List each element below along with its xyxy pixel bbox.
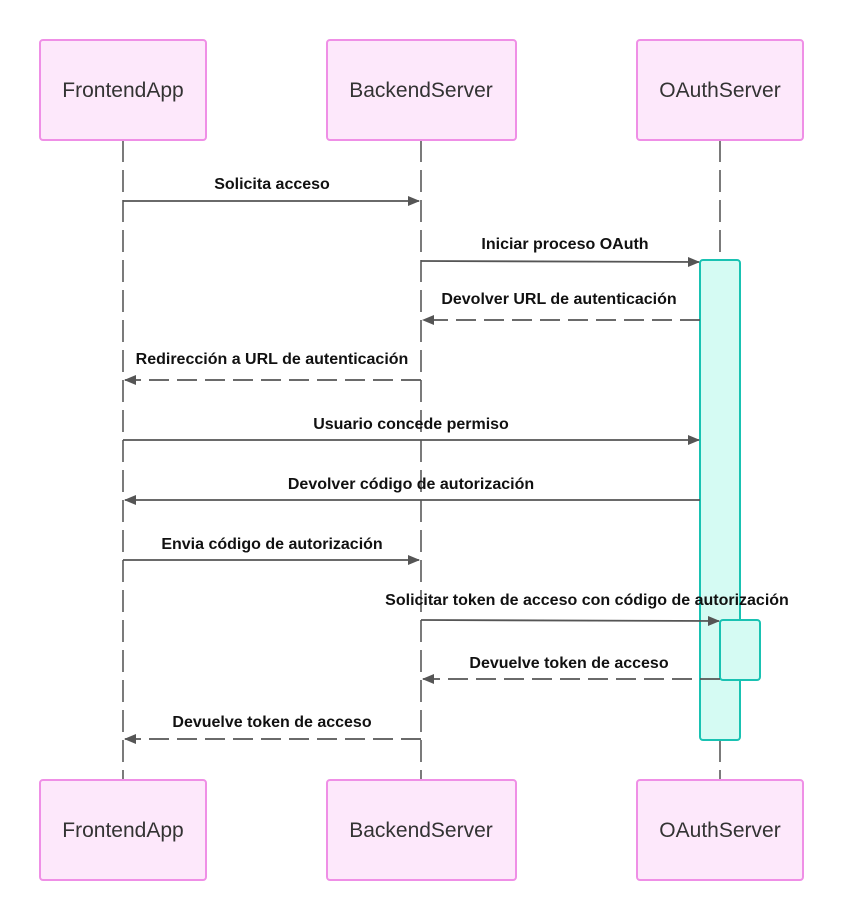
participant-frontend-top-label: FrontendApp xyxy=(62,79,183,102)
participant-frontend-bottom-box xyxy=(39,779,207,881)
message-3: Devolver URL de autenticación xyxy=(422,291,700,325)
message-6-label: Devolver código de autorización xyxy=(288,476,534,493)
participant-backend-bottom: BackendServer xyxy=(326,779,517,881)
participant-backend-bottom-box xyxy=(326,779,517,881)
participant-oauth-top-label: OAuthServer xyxy=(659,79,780,102)
message-5: Usuario concede permiso xyxy=(123,416,700,445)
message-4-label: Redirección a URL de autenticación xyxy=(136,351,409,368)
message-9-label: Devuelve token de acceso xyxy=(469,655,668,672)
participant-oauth-bottom-label: OAuthServer xyxy=(659,819,780,842)
participant-oauth-top: OAuthServer xyxy=(636,39,804,141)
message-4: Redirección a URL de autenticación xyxy=(124,351,421,385)
message-8-line xyxy=(420,615,720,626)
message-9: Devuelve token de acceso xyxy=(422,655,720,684)
message-6: Devolver código de autorización xyxy=(124,476,700,505)
message-1: Solicita acceso xyxy=(123,176,420,206)
message-7-label: Envia código de autorización xyxy=(161,536,382,553)
participant-backend-top-label: BackendServer xyxy=(349,79,493,102)
participant-backend-bottom-label: BackendServer xyxy=(349,819,493,842)
message-8: Solicitar token de acceso con código de … xyxy=(385,592,789,626)
participant-backend-top: BackendServer xyxy=(326,39,517,141)
participant-oauth-top-box xyxy=(636,39,804,141)
participant-backend-top-box xyxy=(326,39,517,141)
participant-frontend-bottom-label: FrontendApp xyxy=(62,819,183,842)
participant-frontend-top: FrontendApp xyxy=(39,39,207,141)
message-3-label: Devolver URL de autenticación xyxy=(441,291,676,308)
message-2: Iniciar proceso OAuth xyxy=(420,236,700,267)
participant-frontend-top-box xyxy=(39,39,207,141)
message-7: Envia código de autorización xyxy=(123,536,420,565)
participant-oauth-bottom: OAuthServer xyxy=(636,779,804,881)
participant-oauth-bottom-box xyxy=(636,779,804,881)
participant-frontend-bottom: FrontendApp xyxy=(39,779,207,881)
message-2-line xyxy=(420,256,700,267)
activation-oauth-nested xyxy=(719,619,761,681)
message-8-label: Solicitar token de acceso con código de … xyxy=(385,592,789,609)
message-5-label: Usuario concede permiso xyxy=(313,416,509,433)
message-10: Devuelve token de acceso xyxy=(124,714,421,744)
message-1-label: Solicita acceso xyxy=(214,176,330,193)
message-2-label: Iniciar proceso OAuth xyxy=(481,236,648,253)
message-10-label: Devuelve token de acceso xyxy=(172,714,371,731)
